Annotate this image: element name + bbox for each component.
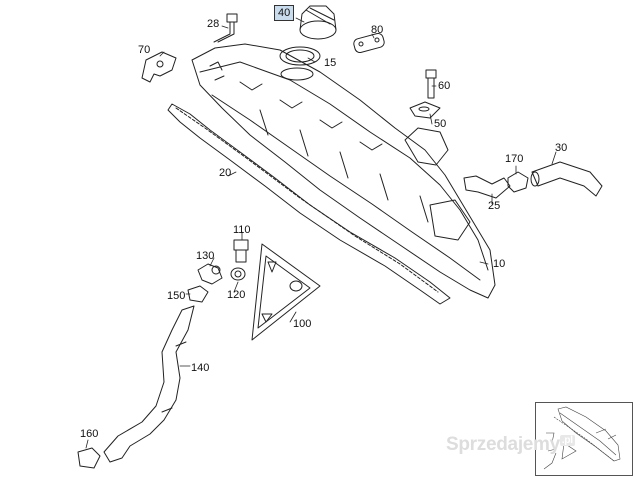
gasket-20	[167, 103, 451, 305]
watermark: Sprzedajemy.pl	[446, 434, 575, 456]
seal-15	[279, 46, 321, 66]
callout-150: 150	[167, 290, 186, 302]
filler-cap-40	[299, 5, 337, 40]
callout-15: 15	[324, 57, 337, 69]
callout-50: 50	[434, 118, 447, 130]
callout-70: 70	[138, 44, 151, 56]
callout-110: 110	[233, 224, 251, 236]
callout-20: 20	[219, 167, 232, 179]
watermark-ext: .pl	[559, 434, 575, 446]
hose-140	[103, 305, 195, 463]
plug-120	[230, 267, 246, 281]
overview-thumbnail[interactable]	[535, 402, 633, 476]
elbow-25	[463, 175, 511, 199]
bolt-28	[213, 13, 238, 43]
callout-60: 60	[438, 80, 451, 92]
callout-130: 130	[196, 250, 215, 262]
callout-30: 30	[555, 142, 568, 154]
watermark-text: Sprzedajemy	[446, 434, 560, 455]
bolt-60	[425, 69, 437, 99]
leader-lines	[85, 17, 557, 449]
bracket-70	[141, 51, 177, 83]
clamp-150	[187, 285, 209, 303]
cylinder-head-cover-10	[191, 43, 496, 299]
seal-80	[353, 32, 385, 54]
callout-10: 10	[493, 258, 506, 270]
clamp-160	[77, 447, 101, 469]
callout-40-highlighted: 40	[274, 5, 295, 21]
spacer-50	[409, 101, 441, 119]
callout-140: 140	[191, 362, 210, 374]
callout-170: 170	[505, 153, 524, 165]
callout-100: 100	[293, 318, 312, 330]
bolt-110	[233, 239, 249, 263]
plate-100	[251, 243, 321, 341]
callout-25: 25	[488, 200, 501, 212]
callout-28: 28	[207, 18, 220, 30]
clamp-170	[507, 171, 529, 193]
fitting-130	[197, 263, 223, 285]
thumbnail-drawing	[543, 406, 621, 470]
callout-120: 120	[227, 289, 246, 301]
hose-30	[530, 161, 603, 197]
callout-80: 80	[371, 24, 384, 36]
callout-160: 160	[80, 428, 99, 440]
